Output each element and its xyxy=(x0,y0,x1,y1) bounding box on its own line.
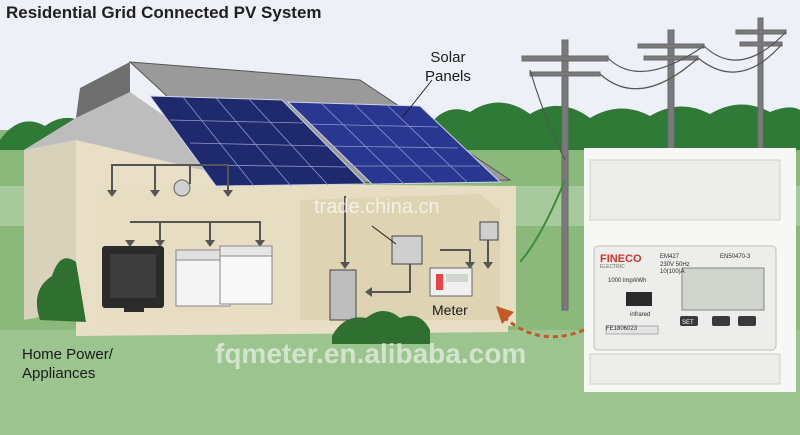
device-impulse: 1000 imp/kWh xyxy=(608,278,647,284)
inverter-pointer xyxy=(371,225,397,245)
home-label-line2: Appliances xyxy=(22,365,96,382)
device-standard: EN50470-3 xyxy=(720,254,751,260)
home-appliances-label: Home Power/ Appliances xyxy=(22,345,113,383)
meter-label: Meter xyxy=(432,302,468,318)
junction-dome xyxy=(173,179,191,197)
watermark-bottom: fqmeter.en.alibaba.com xyxy=(215,338,527,369)
device-set-button: SET xyxy=(682,320,694,326)
solar-label-line1: Solar xyxy=(430,49,466,66)
device-infrared: infrared xyxy=(630,312,651,318)
solar-label-line2: Panels xyxy=(425,68,471,85)
device-model: EM427 xyxy=(660,254,680,260)
dryer-icon xyxy=(219,245,273,305)
energy-meter-icon xyxy=(584,148,796,392)
solar-label-pointer xyxy=(401,79,433,119)
device-rating-current: 10(100)A xyxy=(660,269,685,275)
wiring-arrows xyxy=(107,190,493,297)
wiring xyxy=(111,164,489,293)
device-brand-sub: ELECTRIC xyxy=(600,264,625,270)
solar-panel-icon xyxy=(148,95,502,187)
device-serial: FE1806023 xyxy=(606,326,638,332)
tv-icon xyxy=(102,246,164,312)
inverter-icon xyxy=(329,221,499,321)
watermark-center: trade.china.cn xyxy=(314,196,440,218)
device-rating-voltage: 230V 50Hz xyxy=(660,262,690,268)
device-brand: FINECO xyxy=(600,253,642,265)
solar-panels-label: Solar Panels xyxy=(425,48,471,86)
diagram-title: Residential Grid Connected PV System xyxy=(6,3,322,22)
curved-arrow-icon xyxy=(496,306,585,339)
grid-cable xyxy=(519,179,566,263)
bushes xyxy=(36,258,430,344)
home-label-line1: Home Power/ xyxy=(22,346,113,363)
house-meter-icon xyxy=(429,267,473,297)
power-lines xyxy=(529,31,787,161)
